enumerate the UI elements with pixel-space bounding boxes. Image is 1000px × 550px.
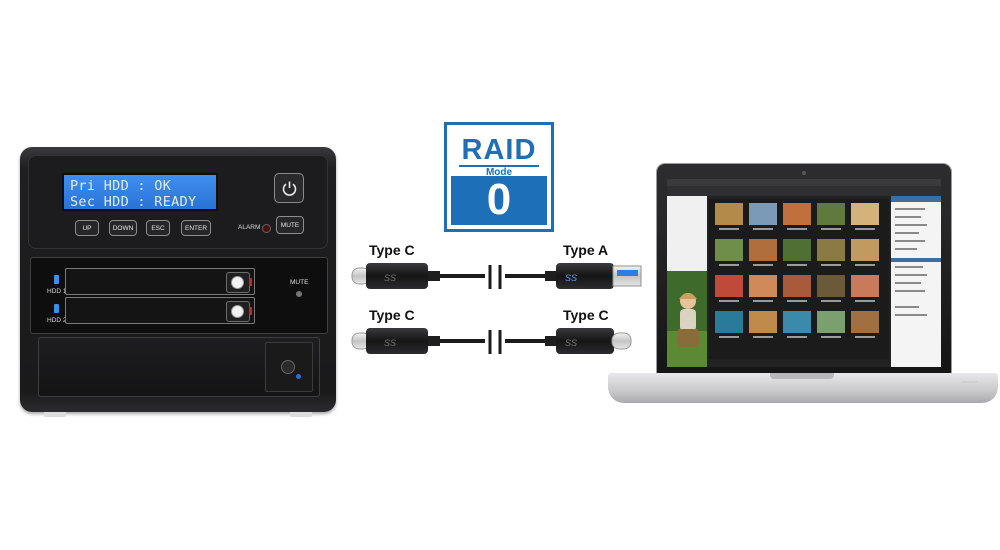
thumbnail-grid-art (709, 199, 889, 359)
raid-badge: RAID Mode 0 (444, 122, 554, 232)
hdd2-latch (249, 307, 252, 315)
foot-left (44, 412, 66, 417)
cable2-left-label: Type C (369, 307, 415, 323)
storage-enclosure: Pri HDD : OK Sec HDD : READY UP DOWN ESC… (20, 147, 336, 417)
alarm-label: ALARM (238, 224, 261, 231)
cable1-right-plug (556, 263, 614, 289)
cable-typec-to-typec: SS SS (351, 328, 632, 354)
cable1-left-plug (366, 263, 428, 289)
enter-button[interactable]: ENTER (181, 220, 211, 236)
cable2-right-label: Type C (563, 307, 609, 323)
cable1-typec-tip (351, 267, 371, 285)
cable2-left-strain (428, 336, 440, 346)
down-button[interactable]: DOWN (109, 220, 137, 236)
cable2-left-typec-tip (351, 332, 371, 350)
cable2-left-ss-logo: SS (384, 338, 396, 348)
properties-panel-art (891, 196, 941, 316)
lower-bay-led (296, 374, 301, 379)
up-button[interactable]: UP (75, 220, 99, 236)
cable2-right-ss-logo: SS (565, 338, 577, 348)
app-toolbar (667, 186, 941, 196)
hdd2-lock-knob[interactable] (231, 305, 244, 318)
raid-badge-header: RAID Mode (451, 129, 547, 178)
cable1-left-strain (428, 271, 440, 281)
raid-divider (459, 165, 539, 167)
raid-mode-value: 0 (486, 175, 512, 224)
bay-mute-label: MUTE (290, 279, 309, 286)
lcd-line-1: Pri HDD : OK (70, 178, 172, 194)
hdd1-tray-handle[interactable] (226, 272, 252, 293)
laptop-screen (656, 163, 952, 375)
laptop-sleep-led (962, 381, 978, 383)
cable2-right-typec-tip (611, 332, 632, 350)
raid-title: RAID (461, 134, 537, 166)
hdd2-label: HDD 2 (47, 317, 67, 324)
app-thumbnail-grid (709, 199, 889, 359)
foot-right (290, 412, 312, 417)
cable2-left-plug (366, 328, 428, 354)
cable2-right-strain (545, 336, 557, 346)
mute-button[interactable]: MUTE (276, 216, 304, 234)
cable1-right-strain (545, 271, 557, 281)
cable2-right-plug (556, 328, 614, 354)
app-photo-preview (667, 271, 707, 367)
app-folder-tree (667, 196, 707, 271)
lcd-display: Pri HDD : OK Sec HDD : READY (62, 173, 218, 211)
hdd1-lock-knob[interactable] (231, 276, 244, 289)
lower-bay-button[interactable] (281, 360, 295, 374)
raid-badge-fill: RAID Mode 0 (451, 129, 547, 225)
cable1-right-ss-logo: SS (565, 273, 577, 283)
hdd1-label: HDD 1 (47, 288, 67, 295)
lcd-line-2: Sec HDD : READY (70, 194, 197, 210)
bay-mute-indicator (296, 291, 302, 297)
child-photo (667, 271, 707, 367)
raid-mode-label: Mode (485, 167, 513, 178)
app-menubar (667, 179, 941, 186)
hdd2-tray-handle[interactable] (226, 301, 252, 322)
cable1-typea-shell (612, 265, 642, 287)
lower-bay-panel (265, 342, 313, 392)
laptop-camera (802, 171, 806, 175)
power-icon (282, 181, 297, 196)
lower-drive-bay (38, 337, 320, 397)
hdd1-tray[interactable] (65, 268, 255, 295)
cable1-typea-insert (617, 270, 638, 276)
app-properties-panel (891, 196, 941, 367)
hdd1-led (54, 275, 59, 284)
hdd1-latch (249, 278, 252, 286)
cable-typec-to-typea: SS SS (351, 263, 642, 289)
hdd2-tray[interactable] (65, 297, 255, 324)
laptop-hinge (770, 373, 834, 379)
power-button[interactable] (274, 173, 304, 203)
laptop-display (667, 179, 941, 367)
cable1-left-ss-logo: SS (384, 273, 396, 283)
alarm-led (262, 224, 271, 233)
cable1-left-label: Type C (369, 242, 415, 258)
esc-button[interactable]: ESC (146, 220, 170, 236)
cable1-right-label: Type A (563, 242, 609, 258)
hdd2-led (54, 304, 59, 313)
